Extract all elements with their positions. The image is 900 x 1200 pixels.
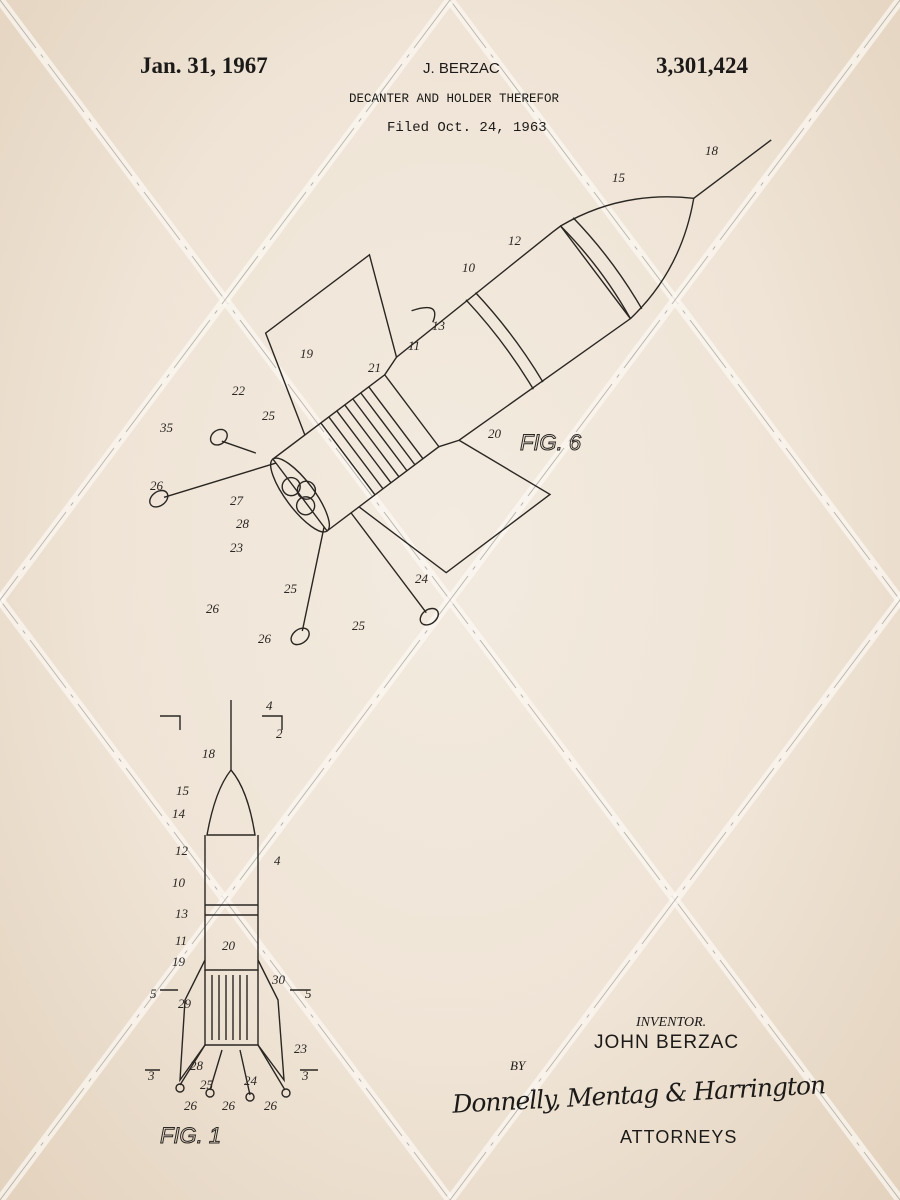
- fig6-reference-numeral: 15: [612, 170, 626, 185]
- fig6-reference-numeral: 20: [488, 426, 502, 441]
- patent-number: 3,301,424: [656, 53, 748, 78]
- fig6-reference-numeral: 26: [258, 631, 272, 646]
- fig1-rocket-drawing: [145, 700, 318, 1102]
- fig1-reference-numeral: 30: [271, 972, 286, 987]
- fig1-reference-numeral: 26: [264, 1098, 278, 1113]
- fig6-reference-numeral: 19: [300, 346, 314, 361]
- fig1-reference-numeral: 10: [172, 875, 186, 890]
- fig6-reference-numeral: 24: [415, 571, 429, 586]
- patent-title: DECANTER AND HOLDER THEREFOR: [349, 92, 560, 106]
- fig1-reference-numeral: 15: [176, 783, 190, 798]
- fig6-reference-numeral: 10: [462, 260, 476, 275]
- fig1-reference-numeral: 11: [175, 933, 187, 948]
- fig1-reference-numeral: 26: [222, 1098, 236, 1113]
- fig6-reference-numeral: 13: [432, 318, 446, 333]
- filed-date: Filed Oct. 24, 1963: [387, 120, 547, 136]
- fig1-reference-numeral: 13: [175, 906, 189, 921]
- fig1-reference-numeral: 14: [172, 806, 186, 821]
- fig6-reference-numeral: 22: [232, 383, 246, 398]
- inventor-header: J. BERZAC: [423, 60, 500, 77]
- inventor-label: INVENTOR.: [636, 1015, 707, 1030]
- patent-date: Jan. 31, 1967: [140, 53, 268, 78]
- fig6-reference-numeral: 26: [206, 601, 220, 616]
- fig1-reference-numeral: 2: [276, 726, 283, 741]
- fig6-reference-numeral: 35: [159, 420, 174, 435]
- fig1-reference-numeral: 3: [147, 1068, 155, 1083]
- inventor-name: JOHN BERZAC: [594, 1032, 740, 1053]
- fig6-reference-numeral: 25: [284, 581, 298, 596]
- fig1-reference-numeral: 29: [178, 996, 192, 1011]
- fig1-reference-numeral: 4: [266, 698, 273, 713]
- fig1-caption: FIG. 1: [160, 1123, 221, 1148]
- fig1-reference-numeral: 5: [305, 986, 312, 1001]
- fig6-reference-numeral: 18: [705, 143, 719, 158]
- fig1-reference-numeral: 19: [172, 954, 186, 969]
- fig1-reference-numeral: 4: [274, 853, 281, 868]
- fig6-reference-numeral: 26: [150, 478, 164, 493]
- fig1-reference-numeral: 20: [222, 938, 236, 953]
- fig1-reference-numeral: 24: [244, 1073, 258, 1088]
- by-label: BY: [510, 1058, 526, 1073]
- watermark-band: [449, 599, 900, 1200]
- attorneys-label: ATTORNEYS: [620, 1127, 738, 1147]
- reference-numerals: 1815121013112119222535262728232024252625…: [147, 143, 719, 1113]
- watermark-band: [0, 0, 451, 601]
- fig1-reference-numeral: 18: [202, 746, 216, 761]
- fig6-reference-numeral: 11: [408, 338, 420, 353]
- fig1-reference-numeral: 28: [190, 1058, 204, 1073]
- watermark-band: [0, 592, 454, 1200]
- watermark-band: [449, 0, 900, 601]
- fig1-reference-numeral: 5: [150, 986, 157, 1001]
- fig6-reference-numeral: 23: [230, 540, 244, 555]
- fig6-reference-numeral: 28: [236, 516, 250, 531]
- fig1-reference-numeral: 25: [200, 1077, 214, 1092]
- fig6-reference-numeral: 21: [368, 360, 381, 375]
- fig6-rocket-drawing: [149, 139, 772, 646]
- watermark-band: [0, 0, 454, 608]
- fig1-reference-numeral: 26: [184, 1098, 198, 1113]
- fig1-reference-numeral: 3: [301, 1068, 309, 1083]
- fig6-reference-numeral: 12: [508, 233, 522, 248]
- fig1-reference-numeral: 12: [175, 843, 189, 858]
- fig6-caption: FIG. 6: [520, 430, 582, 455]
- fig6-reference-numeral: 27: [230, 493, 244, 508]
- fig1-reference-numeral: 23: [294, 1041, 308, 1056]
- watermark-band: [0, 599, 451, 1200]
- fig6-reference-numeral: 25: [352, 618, 366, 633]
- fig6-reference-numeral: 25: [262, 408, 276, 423]
